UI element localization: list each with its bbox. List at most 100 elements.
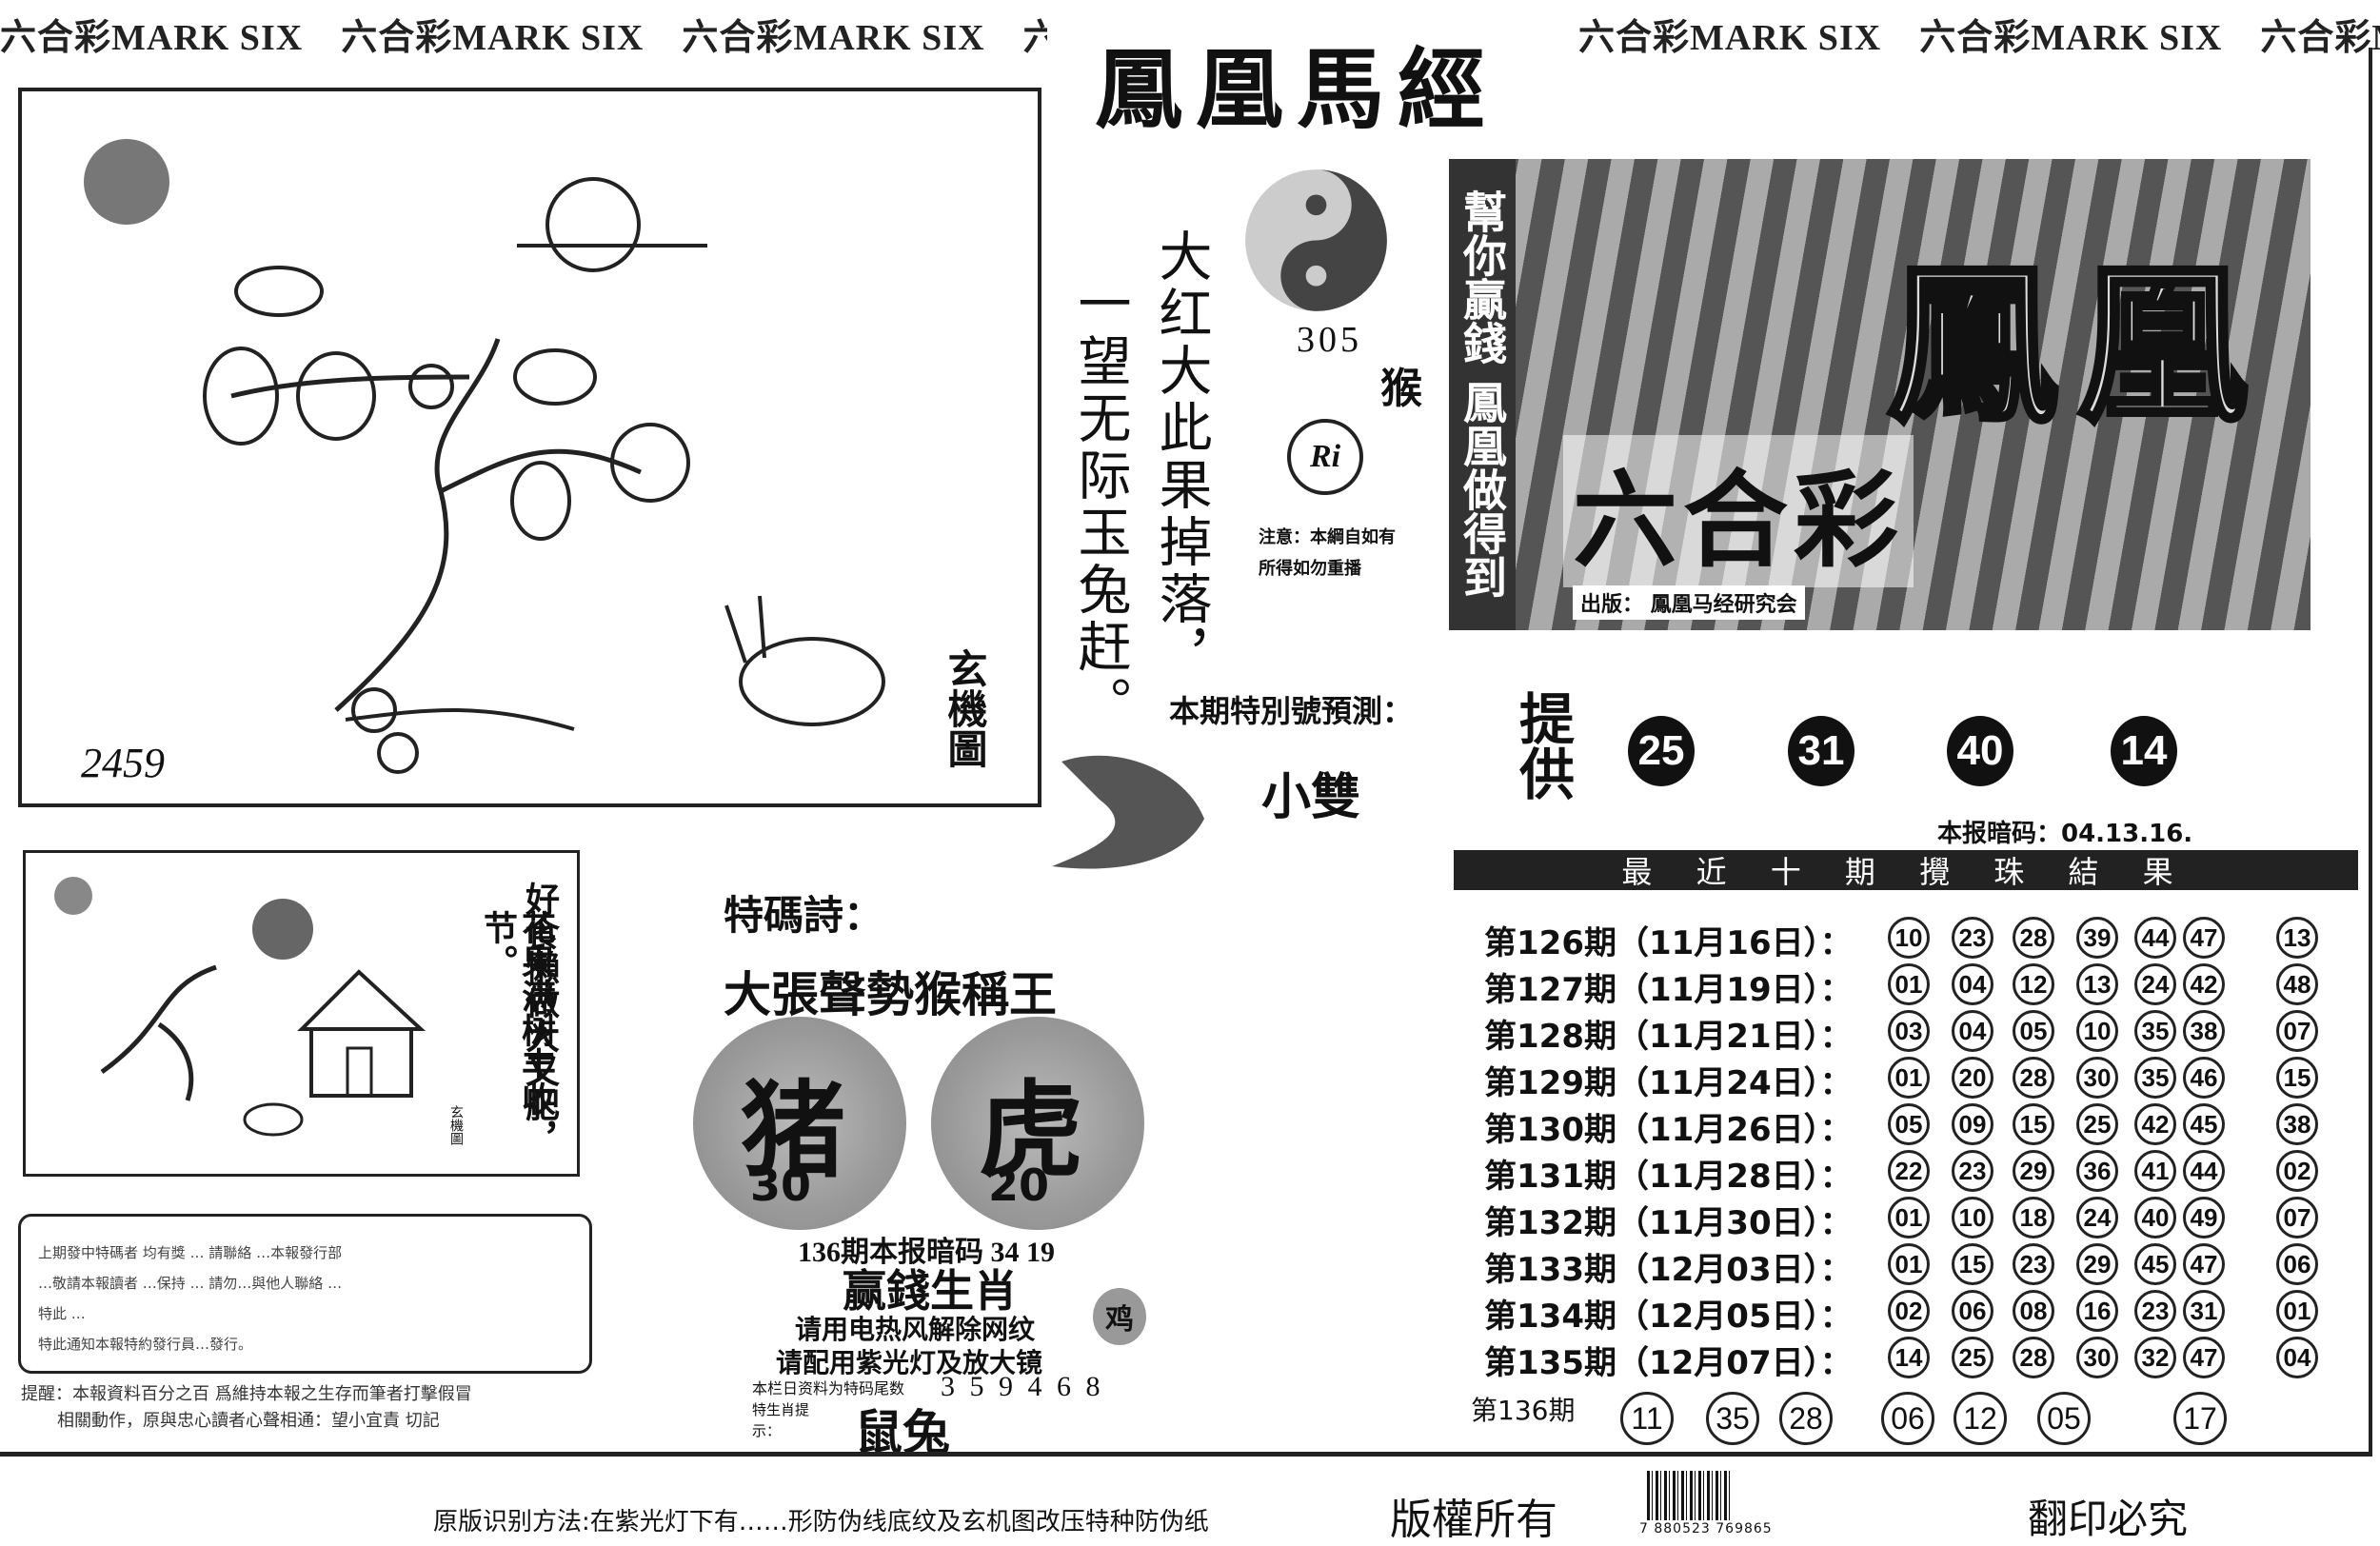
- result-ball: 04: [1952, 963, 1993, 1005]
- result-ball: 15: [1952, 1243, 1993, 1285]
- prediction-ball: 40: [1947, 716, 2013, 786]
- banner-publisher: 出版： 鳳凰马经研究会: [1573, 585, 1805, 620]
- result-row-label: 第126期（11月16日）：: [1484, 924, 1853, 962]
- result-special-ball: 15: [2276, 1057, 2318, 1099]
- sun-icon: [54, 877, 92, 915]
- result-row-label: 第127期（11月19日）：: [1484, 971, 1853, 1009]
- no-reprint: 翻印必究: [2028, 1496, 2189, 1542]
- current-draw-ball: 06: [1881, 1392, 1934, 1445]
- strip-label: 六合彩MARK SIX: [341, 18, 645, 53]
- tail-label: 本栏日资料为特码尾数: [752, 1379, 905, 1397]
- result-ball: 29: [2013, 1150, 2054, 1192]
- secret-code: 本报暗码：04.13.16.: [1937, 820, 2193, 848]
- barcode-number: 7 880523 769865: [1639, 1521, 1773, 1536]
- result-ball: 15: [2013, 1103, 2054, 1145]
- result-row-label: 第133期（12月03日）：: [1484, 1251, 1853, 1289]
- result-ball: 01: [1888, 1057, 1930, 1099]
- notice-line: …敬請本報讀者 …保持 … 請勿…與他人聯絡 …: [38, 1275, 343, 1292]
- result-ball: 47: [2183, 917, 2225, 959]
- strip-label: 六合彩MARK SIX: [1919, 18, 2223, 53]
- reminder-line-1: 提醒：本報資料百分之百 爲維持本報之生存而筆者打擊假冒: [21, 1384, 472, 1404]
- anti-fake-note: 原版识别方法:在紫光灯下有……形防伪线底纹及玄机图改压特种防伪纸: [433, 1508, 1209, 1536]
- result-ball: 44: [2183, 1150, 2225, 1192]
- result-ball: 39: [2076, 917, 2118, 959]
- result-row-label: 第130期（11月26日）：: [1484, 1111, 1853, 1149]
- strip-label: 六合彩MARK SIX: [1022, 18, 1047, 53]
- current-draw-ball: 12: [1954, 1392, 2007, 1445]
- result-ball: 44: [2134, 917, 2176, 959]
- result-row-label: 第135期（12月07日）：: [1484, 1344, 1853, 1382]
- pig-icon: [243, 1102, 304, 1137]
- result-ball: 29: [2076, 1243, 2118, 1285]
- prediction-ball: 25: [1628, 716, 1695, 786]
- result-ball: 02: [1888, 1290, 1930, 1332]
- prediction-author: 小雙: [1261, 768, 1361, 826]
- result-ball: 16: [2076, 1290, 2118, 1332]
- result-ball: 18: [2013, 1197, 2054, 1239]
- yinyang-animal: 猴: [1380, 365, 1422, 413]
- moon-icon: [252, 899, 313, 960]
- rooster-stamp-icon: 鸡: [1093, 1288, 1146, 1345]
- zodiac-number: 20: [988, 1160, 1050, 1211]
- result-ball: 28: [2013, 917, 2054, 959]
- result-row-label: 第131期（11月28日）：: [1484, 1158, 1853, 1196]
- result-row-label: 第132期（11月30日）：: [1484, 1204, 1853, 1242]
- result-ball: 47: [2183, 1337, 2225, 1378]
- banner-big-title: 鳳凰: [1884, 244, 2269, 449]
- poem-line-2: 一望无际玉兔赶。: [1069, 276, 1131, 733]
- small-poem-2: 花果满树丰收节。: [478, 910, 556, 1116]
- result-ball: 23: [1952, 917, 1993, 959]
- zodiac-circle-pig: 猪 30: [693, 1017, 906, 1230]
- small-puzzle-figure: 好食懶做大又肥， 花果满树丰收节。 玄機圖: [23, 850, 580, 1177]
- header-strip-right: 六合彩MARK SIX 六合彩MARK SIX 六合彩MARK SIX: [1578, 8, 2380, 53]
- current-draw-label: 第136期: [1471, 1395, 1576, 1426]
- results-header: 最 近 十 期 攪 珠 結 果: [1454, 850, 2358, 890]
- result-ball: 49: [2183, 1197, 2225, 1239]
- win-zodiac: 赢錢生肖: [843, 1265, 1018, 1317]
- result-ball: 04: [1952, 1010, 1993, 1052]
- barcode-icon: [1647, 1471, 1733, 1520]
- result-ball: 24: [2134, 963, 2176, 1005]
- result-ball: 22: [1888, 1150, 1930, 1192]
- result-row-label: 第128期（11月21日）：: [1484, 1018, 1853, 1056]
- result-row-label: 第129期（11月24日）：: [1484, 1064, 1853, 1102]
- zodiac-circle-tiger: 虎 20: [931, 1017, 1144, 1230]
- result-ball: 01: [1888, 1197, 1930, 1239]
- poem-line-1: 大红大此果掉落，: [1150, 228, 1212, 685]
- zodiac-name: 猪: [741, 1070, 845, 1192]
- result-ball: 45: [2183, 1103, 2225, 1145]
- result-special-ball: 48: [2276, 963, 2318, 1005]
- small-poem-1: 好食懶做大又肥，: [520, 882, 560, 1156]
- result-special-ball: 01: [2276, 1290, 2318, 1332]
- result-ball: 20: [1952, 1057, 1993, 1099]
- copyright: 版權所有: [1390, 1496, 1557, 1544]
- result-ball: 13: [2076, 963, 2118, 1005]
- result-ball: 30: [2076, 1057, 2118, 1099]
- result-row-label: 第134期（12月05日）：: [1484, 1298, 1853, 1336]
- ri-stamp-icon: Ri: [1287, 419, 1363, 495]
- moon-icon: [545, 177, 641, 272]
- secret-numbers: 34 19: [990, 1237, 1056, 1268]
- result-ball: 28: [2013, 1057, 2054, 1099]
- result-ball: 46: [2183, 1057, 2225, 1099]
- prediction-ball: 31: [1788, 716, 1854, 786]
- secret-code-136: 136期本报暗码 34 19: [798, 1228, 1055, 1270]
- current-draw-special-ball: 17: [2173, 1392, 2227, 1445]
- result-ball: 42: [2183, 963, 2225, 1005]
- result-ball: 06: [1952, 1290, 1993, 1332]
- result-ball: 14: [1888, 1337, 1930, 1378]
- header-strip-left: 六合彩MARK SIX 六合彩MARK SIX 六合彩MARK SIX 六合彩M…: [0, 8, 1047, 53]
- strip-label: 六合彩MARK SIX: [682, 18, 985, 53]
- phoenix-bird-icon: [1052, 755, 1204, 869]
- result-special-ball: 38: [2276, 1103, 2318, 1145]
- result-special-ball: 07: [2276, 1197, 2318, 1239]
- page-title: 鳳凰馬經: [1095, 38, 1499, 141]
- result-special-ball: 02: [2276, 1150, 2318, 1192]
- yinyang-note-1: 注意：本綱自如有: [1259, 527, 1396, 547]
- result-ball: 09: [1952, 1103, 1993, 1145]
- prediction-ball: 14: [2111, 716, 2177, 786]
- result-ball: 10: [1888, 917, 1930, 959]
- tip-2: 请配用紫光灯及放大镜: [776, 1347, 1043, 1378]
- result-ball: 10: [2076, 1010, 2118, 1052]
- banner-subtitle: 六合彩: [1563, 435, 1914, 587]
